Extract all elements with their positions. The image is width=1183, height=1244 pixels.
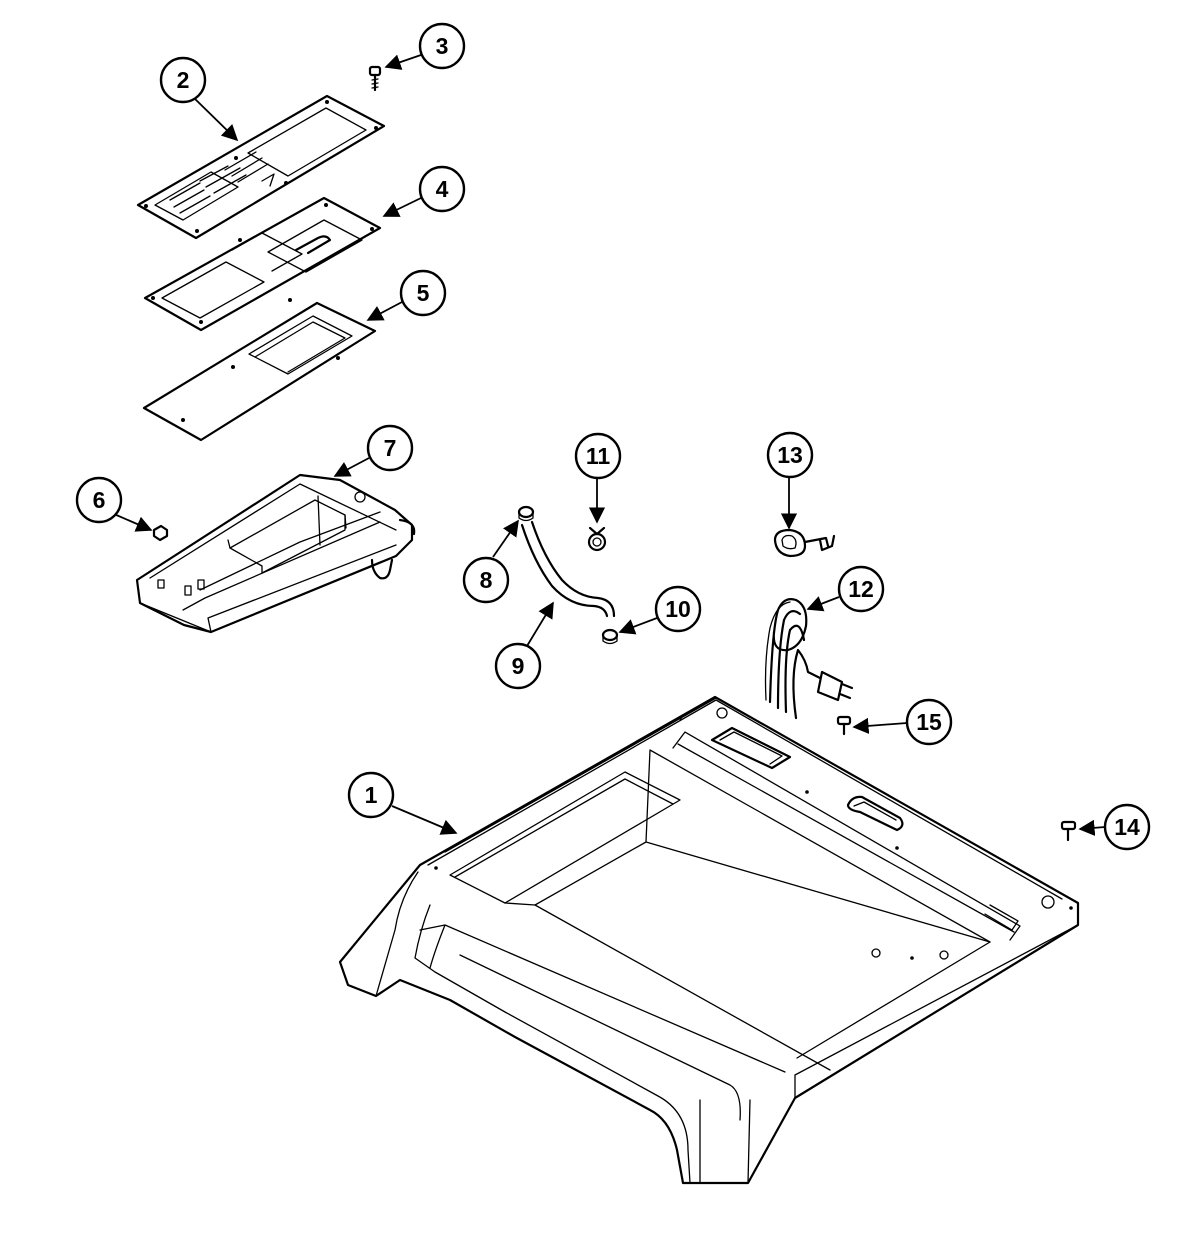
callout-label: 2 (177, 67, 190, 93)
part-15-screw (836, 715, 852, 736)
part-10-hose-clamp (601, 628, 619, 645)
callout-7: 7 (366, 424, 414, 472)
part-13-strain-relief (773, 528, 836, 558)
part-6-clip (152, 524, 169, 542)
callout-label: 6 (93, 487, 106, 513)
callout-label: 11 (586, 443, 611, 469)
callout-12: 12 (837, 565, 885, 613)
callout-label: 5 (417, 280, 430, 306)
callout-5: 5 (399, 269, 447, 317)
callout-2: 2 (159, 56, 207, 104)
callout-1: 1 (347, 771, 395, 819)
part-3-screw (368, 65, 382, 92)
callout-13: 13 (766, 431, 814, 479)
part-7-dispenser-housing (135, 473, 416, 634)
part-5-seal-plate (142, 301, 377, 442)
part-1-top-panel (338, 695, 1080, 1185)
callout-label: 15 (916, 709, 942, 735)
part-14-screw (1060, 820, 1077, 842)
callout-label: 7 (384, 435, 397, 461)
callout-label: 3 (436, 33, 449, 59)
callout-label: 1 (365, 782, 378, 808)
callout-label: 14 (1114, 814, 1140, 840)
callout-3: 3 (418, 22, 466, 70)
part-8-hose-clamp (517, 505, 535, 522)
leader-lines (113, 54, 1106, 836)
part-12-power-cord (764, 598, 854, 720)
callout-label: 8 (480, 567, 493, 593)
callout-11: 11 (574, 432, 622, 480)
callout-label: 4 (436, 176, 449, 202)
callout-10: 10 (654, 585, 702, 633)
callout-label: 12 (848, 576, 874, 602)
callout-8: 8 (462, 556, 510, 604)
callout-4: 4 (418, 165, 466, 213)
callout-label: 13 (777, 442, 803, 468)
callout-15: 15 (905, 698, 953, 746)
part-2-panel-plate (136, 94, 386, 240)
part-11-clamp (587, 526, 607, 552)
callout-14: 14 (1103, 803, 1151, 851)
callout-label: 9 (512, 653, 525, 679)
callout-label: 10 (665, 596, 691, 622)
callout-9: 9 (494, 642, 542, 690)
part-9-hose (520, 520, 616, 618)
part-4-gasket-frame (143, 196, 382, 332)
callout-6: 6 (75, 476, 123, 524)
